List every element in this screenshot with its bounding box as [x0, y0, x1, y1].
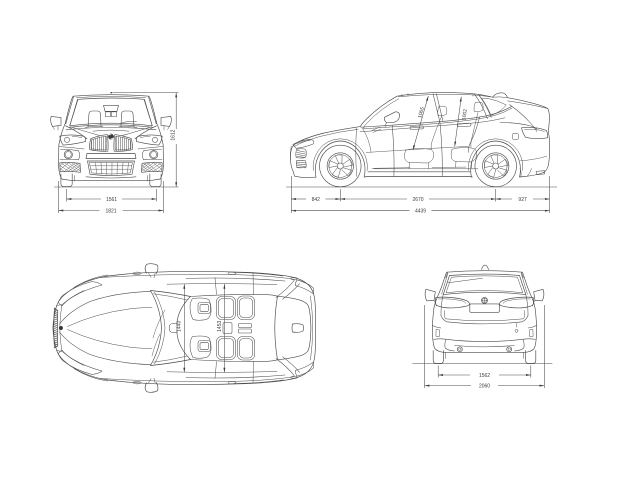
svg-text:1440: 1440	[177, 321, 183, 332]
svg-text:1821: 1821	[105, 208, 116, 214]
svg-text:927: 927	[518, 197, 527, 203]
svg-text:2670: 2670	[412, 197, 423, 203]
svg-text:1002: 1002	[461, 108, 469, 120]
svg-text:842: 842	[312, 197, 321, 203]
svg-text:2060: 2060	[479, 383, 490, 389]
svg-text:1453: 1453	[217, 321, 223, 332]
svg-text:1612: 1612	[171, 129, 177, 140]
svg-text:1561: 1561	[106, 197, 117, 203]
svg-text:1065: 1065	[417, 106, 426, 119]
svg-text:1562: 1562	[479, 373, 490, 379]
svg-text:4439: 4439	[415, 209, 426, 215]
